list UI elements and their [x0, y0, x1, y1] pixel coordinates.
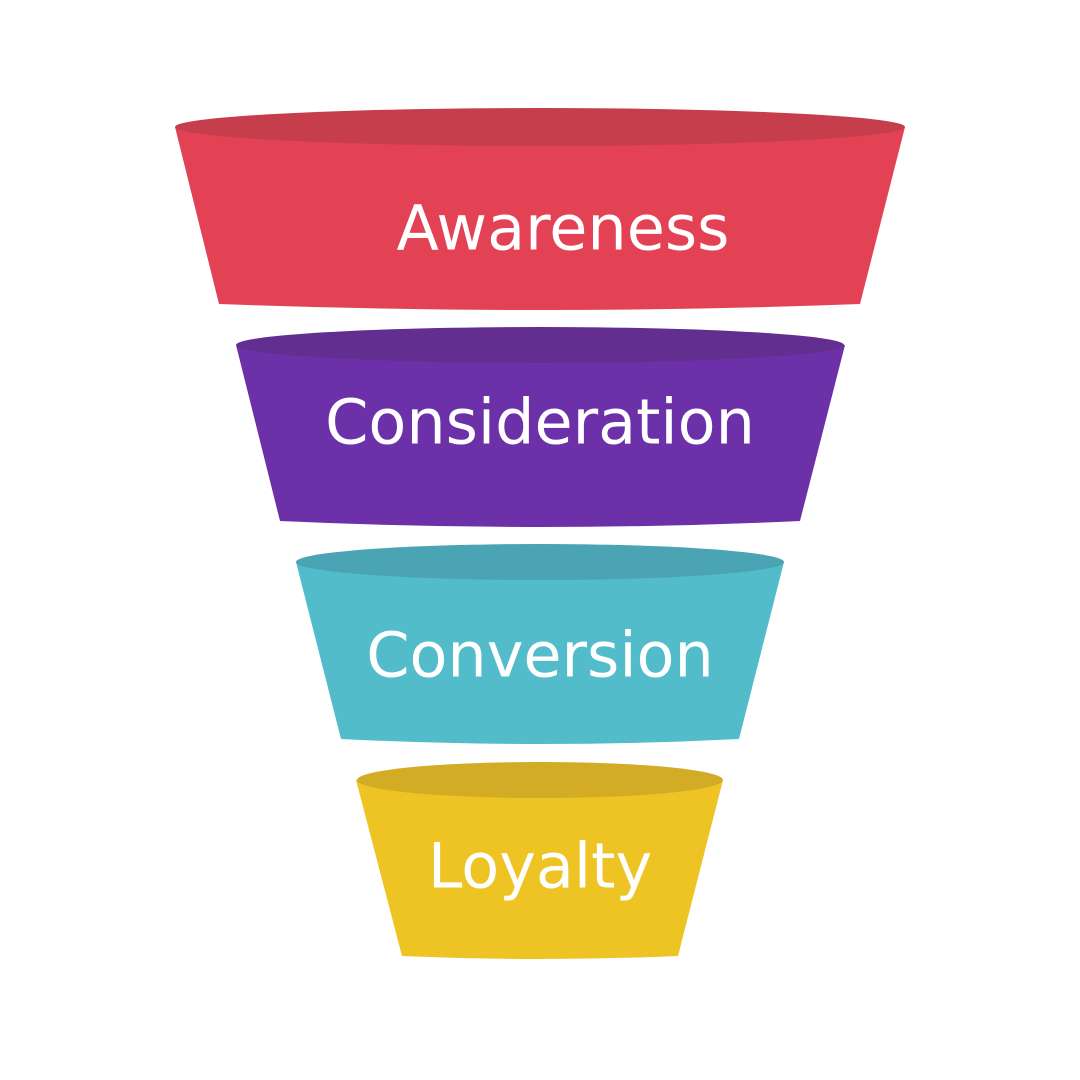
stage-label-loyalty: Loyalty	[428, 830, 652, 903]
funnel-stage-rim	[296, 544, 784, 580]
funnel-stage-rim	[236, 327, 844, 363]
funnel-stage-consideration: Consideration	[236, 327, 845, 527]
stage-label-awareness: Awareness	[397, 192, 730, 265]
funnel-stage-awareness: Awareness	[175, 108, 905, 310]
funnel-stage-rim	[357, 762, 723, 798]
funnel-stage-body	[296, 562, 784, 744]
funnel-stage-body	[236, 345, 845, 527]
funnel-stage-conversion: Conversion	[296, 544, 784, 744]
funnel-stage-rim	[175, 108, 905, 146]
stage-label-consideration: Consideration	[325, 386, 755, 459]
funnel-stage-loyalty: Loyalty	[356, 762, 723, 959]
funnel-stage-body	[356, 780, 723, 959]
funnel-stage-body	[175, 127, 905, 310]
stage-label-conversion: Conversion	[366, 619, 714, 692]
